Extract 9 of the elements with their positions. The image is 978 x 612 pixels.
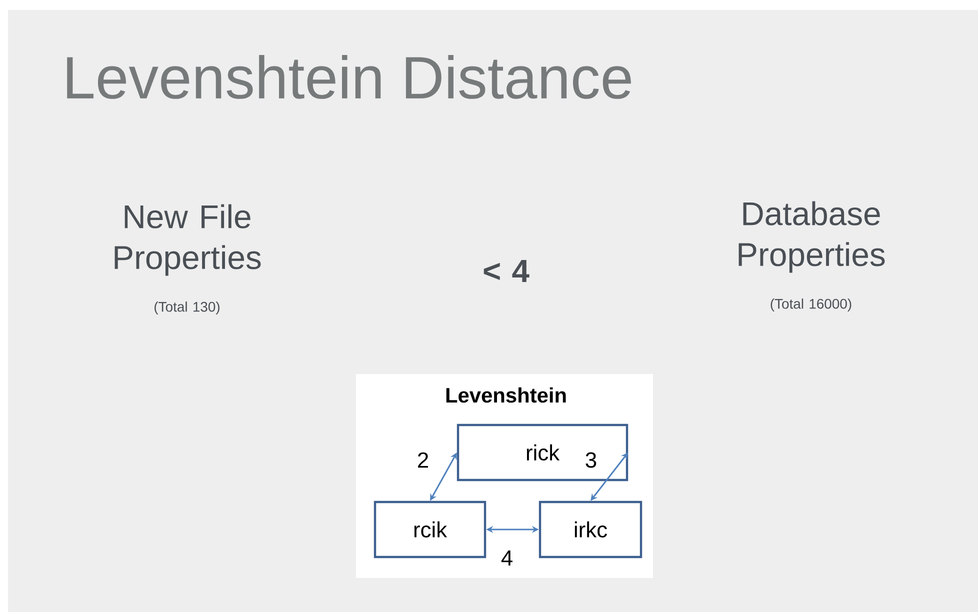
slide-title: Levenshtein Distance xyxy=(67,55,631,99)
heading: New File Properties xyxy=(114,204,261,276)
heading: Database Properties xyxy=(738,201,885,273)
word-box: irkc xyxy=(538,500,642,558)
note: (Total 130) xyxy=(154,302,220,314)
note: (Total 16000) xyxy=(770,298,852,312)
word-box: rcik xyxy=(374,500,486,558)
edge-label: 3 xyxy=(584,451,598,469)
comparison-text: < 4 xyxy=(484,260,530,282)
